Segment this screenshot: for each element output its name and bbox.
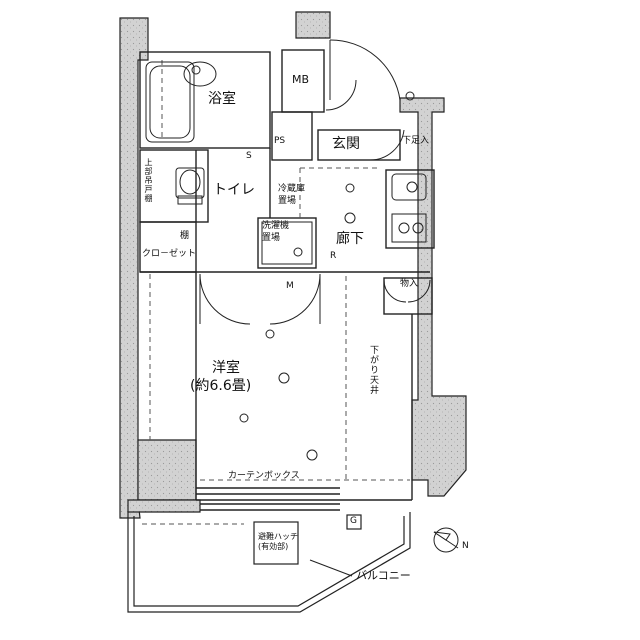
structural-walls	[119, 11, 467, 519]
label-shelf: 棚	[180, 231, 190, 241]
washer-pan	[261, 221, 313, 265]
label-washer-space: 洗濯機 置場	[262, 221, 290, 243]
label-lowered-ceiling: 下がり天井	[368, 345, 378, 395]
kitchen-counter	[391, 173, 427, 243]
label-upper-hanger: 上部吊戸棚	[144, 158, 153, 203]
balcony-leader	[309, 559, 353, 577]
label-bath: 浴室	[208, 91, 236, 107]
label-shoe-cabinet: 下足入	[402, 136, 430, 146]
refrigerant-symbol: R	[330, 251, 337, 261]
toilet-fixture	[175, 167, 205, 205]
interior-walls	[139, 49, 435, 511]
label-hallway: 廊下	[336, 231, 364, 247]
label-storage: 物入	[400, 279, 419, 289]
label-balcony: バルコニー	[356, 569, 411, 582]
compass-north-label: N	[462, 541, 469, 551]
label-fridge-space: 冷蔵庫 置場	[278, 184, 306, 206]
label-closet: クロ－ゼット	[142, 249, 197, 259]
dashed-lines	[142, 60, 410, 525]
exhaust-symbol: S	[246, 151, 252, 161]
label-toilet: トイレ	[213, 182, 255, 198]
gas-meter-symbol: G	[350, 516, 357, 526]
label-western-room: 洋室	[212, 360, 240, 376]
label-ps: PS	[274, 136, 286, 146]
label-evac-hatch: 避難ハッチ (有効部)	[258, 532, 298, 552]
label-entrance: 玄関	[332, 136, 360, 152]
ceiling-lights	[239, 91, 415, 461]
label-curtain-box: カーテンボックス	[228, 471, 300, 481]
label-mb: MB	[292, 73, 310, 86]
bathtub	[145, 61, 217, 143]
door-swings	[199, 39, 431, 325]
meter-symbol: M	[286, 281, 294, 291]
balcony-outline	[127, 512, 411, 613]
compass-icon	[433, 527, 459, 553]
label-western-room-size: (約6.6畳)	[190, 378, 252, 394]
